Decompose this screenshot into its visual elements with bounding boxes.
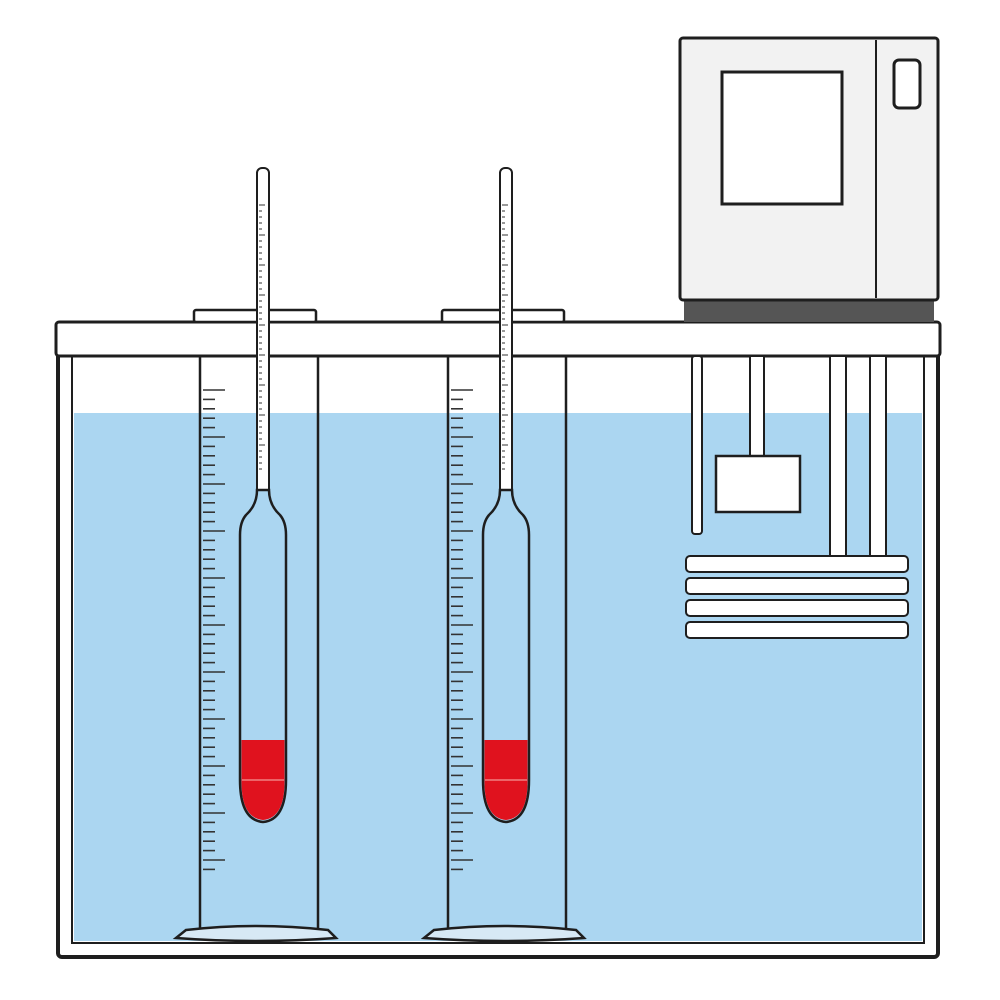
heater-coil-loop-2 xyxy=(685,577,909,595)
cylinder-left-stopper xyxy=(192,308,318,324)
heater-coil-loop-3 xyxy=(685,599,909,617)
heater-coil-loop-1 xyxy=(685,555,909,573)
stirrer xyxy=(714,355,802,514)
heater-lead-2 xyxy=(869,355,887,559)
hydrometer-left xyxy=(238,167,288,824)
cylinder-right-scale xyxy=(451,389,473,871)
hydrometer-left-stem-scale xyxy=(259,204,265,470)
lid-bar xyxy=(54,320,942,358)
heater-coil xyxy=(685,355,909,639)
stirrer-shaft xyxy=(749,355,765,459)
hydrometer-left-body xyxy=(238,488,288,824)
stirrer-head xyxy=(714,454,802,514)
hydrometer-left-stem xyxy=(256,167,270,499)
temperature-probe xyxy=(691,355,703,535)
cylinder-left-foot xyxy=(172,924,339,943)
hydrometer-right xyxy=(481,167,531,824)
hydrometer-right-stem xyxy=(499,167,513,499)
graduated-cylinder-left xyxy=(172,308,339,943)
heater-coil-loop-4 xyxy=(685,621,909,639)
hydrometer-right-stem-scale xyxy=(502,204,508,470)
cylinder-right-foot xyxy=(420,924,587,943)
controller-switch xyxy=(892,58,922,110)
controller-display xyxy=(720,70,844,206)
cylinder-left-scale xyxy=(203,389,225,871)
controller-base xyxy=(684,300,934,322)
heater-lead-1 xyxy=(829,355,847,559)
probe-rod xyxy=(691,355,703,535)
hydrometer-right-body xyxy=(481,488,531,824)
thermostat-controller xyxy=(678,36,940,322)
